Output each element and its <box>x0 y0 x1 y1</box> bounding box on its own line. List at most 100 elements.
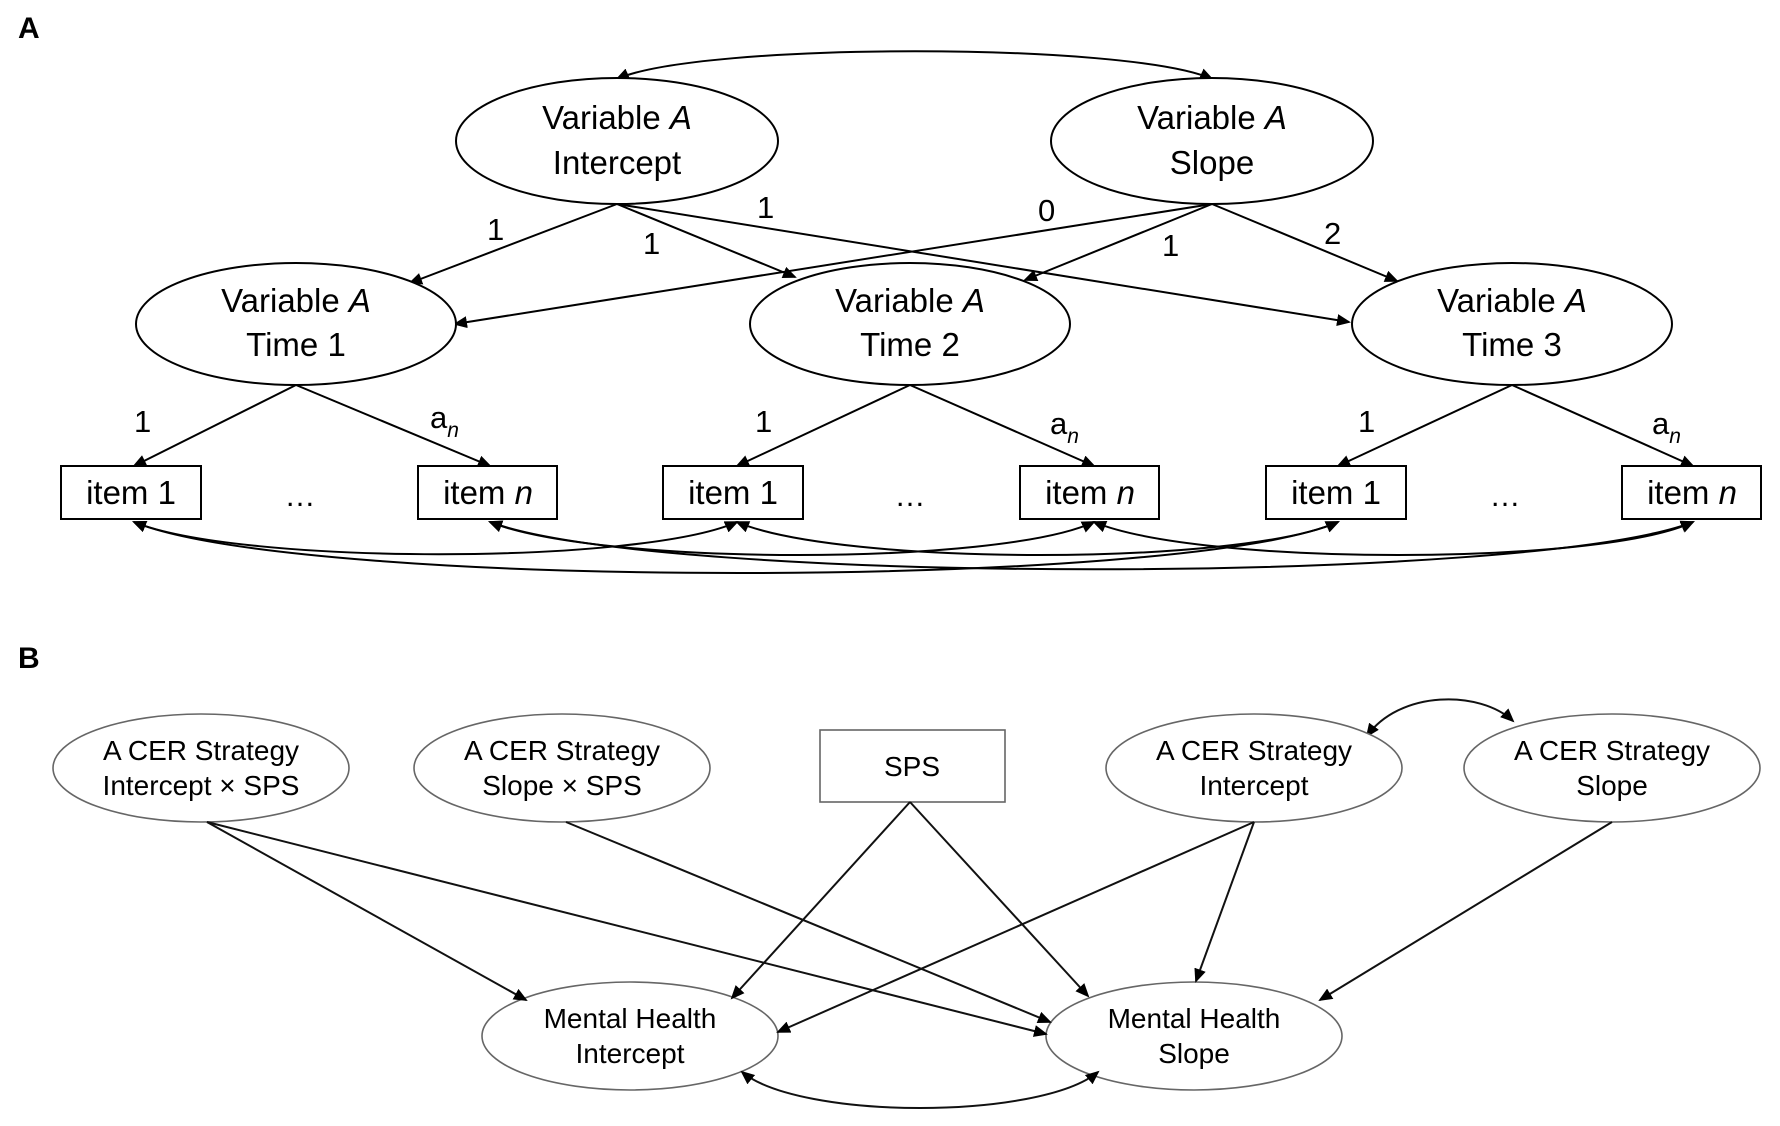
time3-itemn-box: item n <box>1621 465 1762 520</box>
path-int-intercept-to-mh-slope <box>206 821 1048 1037</box>
mh-intercept-node: Mental Health Intercept <box>481 981 779 1091</box>
panel-b-letter: B <box>18 642 40 675</box>
cer-slope-line2: Slope <box>1576 770 1648 801</box>
time2-ellipsis: … <box>895 478 926 513</box>
path-slope-time1 <box>453 203 1213 329</box>
interaction-slope-line1: A CER Strategy <box>464 735 660 766</box>
svg-text:Variable A: Variable A <box>1437 282 1587 319</box>
sps-label: SPS <box>884 751 940 782</box>
loading-slope-time1: 0 <box>1038 193 1055 228</box>
path-time3-itemn <box>1511 384 1695 467</box>
intercept-label-line2: Intercept <box>553 144 681 181</box>
time3-label-line2: Time 3 <box>1462 326 1562 363</box>
residual-cov-itemn-t2-t3 <box>1092 521 1695 556</box>
loading-slope-time3: 2 <box>1324 216 1341 251</box>
mh-intercept-line2: Intercept <box>576 1038 685 1069</box>
slope-label-line2: Slope <box>1170 144 1254 181</box>
loading-intercept-time1: 1 <box>487 212 504 247</box>
loading-intercept-time3: 1 <box>757 190 774 225</box>
intercept-label-italic: A <box>668 99 692 136</box>
panel-b: B A CER Strategy Intercept × SPS A CER S… <box>18 642 1761 1109</box>
cer-intercept-node: A CER Strategy Intercept <box>1105 713 1403 823</box>
path-sps-to-mh-slope <box>909 801 1090 998</box>
path-intercept-time2 <box>616 203 797 278</box>
path-int-slope-to-mh-slope <box>565 821 1052 1023</box>
time1-label-line1: Variable <box>221 282 349 319</box>
time2-itemn-italic: n <box>1117 474 1135 511</box>
time3-label-line1: Variable <box>1437 282 1565 319</box>
path-intercept-time1 <box>408 203 618 285</box>
path-time2-item1 <box>735 384 911 467</box>
svg-text:Variable A: Variable A <box>835 282 985 319</box>
mh-slope-line1: Mental Health <box>1108 1003 1281 1034</box>
mh-intercept-line1: Mental Health <box>544 1003 717 1034</box>
mh-slope-node: Mental Health Slope <box>1045 981 1343 1091</box>
path-cer-intercept-to-mh-intercept <box>776 821 1255 1033</box>
time3-item1-label: item 1 <box>1291 474 1381 511</box>
time2-node: Variable A Time 2 <box>749 262 1071 386</box>
time1-itemn-box: item n <box>417 465 558 520</box>
loading-slope-time2: 1 <box>1162 228 1179 263</box>
residual-cov-item1-t1-t2 <box>132 520 739 556</box>
svg-text:Variable A: Variable A <box>1137 99 1287 136</box>
loading-time3-item1: 1 <box>1358 404 1375 439</box>
cer-slope-line1: A CER Strategy <box>1514 735 1710 766</box>
mh-slope-line2: Slope <box>1158 1038 1230 1069</box>
path-cer-slope-to-mh-slope <box>1318 821 1613 1002</box>
path-slope-time3 <box>1211 203 1399 282</box>
slope-label-italic: A <box>1263 99 1287 136</box>
cer-intercept-line2: Intercept <box>1200 770 1309 801</box>
loading-time2-itemn: an <box>1050 406 1079 448</box>
time2-item1-box: item 1 <box>662 465 804 520</box>
svg-text:Variable A: Variable A <box>221 282 371 319</box>
slope-node: Variable A Slope <box>1050 77 1374 205</box>
slope-label-line1: Variable <box>1137 99 1265 136</box>
intercept-label-line1: Variable <box>542 99 670 136</box>
svg-text:item n: item n <box>443 474 533 511</box>
svg-text:item n: item n <box>1647 474 1737 511</box>
sps-node: SPS <box>819 729 1006 803</box>
panel-a-letter: A <box>18 12 40 45</box>
time1-itemn-label: item <box>443 474 515 511</box>
path-sps-to-mh-intercept <box>730 801 911 1000</box>
time1-item1-label: item 1 <box>86 474 176 511</box>
residual-cov-item1-t2-t3 <box>735 521 1340 556</box>
time2-item1-label: item 1 <box>688 474 778 511</box>
time3-node: Variable A Time 3 <box>1351 262 1673 386</box>
svg-text:Variable A: Variable A <box>542 99 692 136</box>
svg-text:item n: item n <box>1045 474 1135 511</box>
time1-itemn-italic: n <box>515 474 533 511</box>
path-time3-item1 <box>1336 384 1513 467</box>
cer-intercept-line1: A CER Strategy <box>1156 735 1352 766</box>
path-time1-item1 <box>132 384 297 467</box>
covariance-mh-intercept-slope <box>740 1070 1100 1109</box>
time1-ellipsis: … <box>285 478 316 513</box>
interaction-intercept-line2: Intercept × SPS <box>103 770 300 801</box>
interaction-intercept-node: A CER Strategy Intercept × SPS <box>52 713 350 823</box>
time2-label-italic: A <box>961 282 985 319</box>
time2-itemn-box: item n <box>1019 465 1160 520</box>
time1-label-italic: A <box>347 282 371 319</box>
path-slope-time2 <box>1023 203 1213 282</box>
time3-label-italic: A <box>1563 282 1587 319</box>
loading-intercept-time2: 1 <box>643 226 660 261</box>
time2-label-line2: Time 2 <box>860 326 960 363</box>
time3-ellipsis: … <box>1490 478 1521 513</box>
cer-slope-node: A CER Strategy Slope <box>1463 713 1761 823</box>
interaction-intercept-line1: A CER Strategy <box>103 735 299 766</box>
path-intercept-time3 <box>616 203 1351 327</box>
covariance-cer-intercept-slope <box>1365 698 1515 738</box>
covariance-intercept-slope <box>615 50 1214 80</box>
time2-label-line1: Variable <box>835 282 963 319</box>
intercept-node: Variable A Intercept <box>455 77 779 205</box>
path-int-intercept-to-mh-intercept <box>206 821 528 1001</box>
interaction-slope-line2: Slope × SPS <box>482 770 642 801</box>
time2-itemn-label: item <box>1045 474 1117 511</box>
time1-label-line2: Time 1 <box>246 326 346 363</box>
path-cer-intercept-to-mh-slope <box>1194 821 1255 983</box>
path-time1-itemn <box>295 384 492 467</box>
loading-time3-itemn: an <box>1652 406 1681 448</box>
time3-itemn-label: item <box>1647 474 1719 511</box>
path-time2-itemn <box>909 384 1096 467</box>
